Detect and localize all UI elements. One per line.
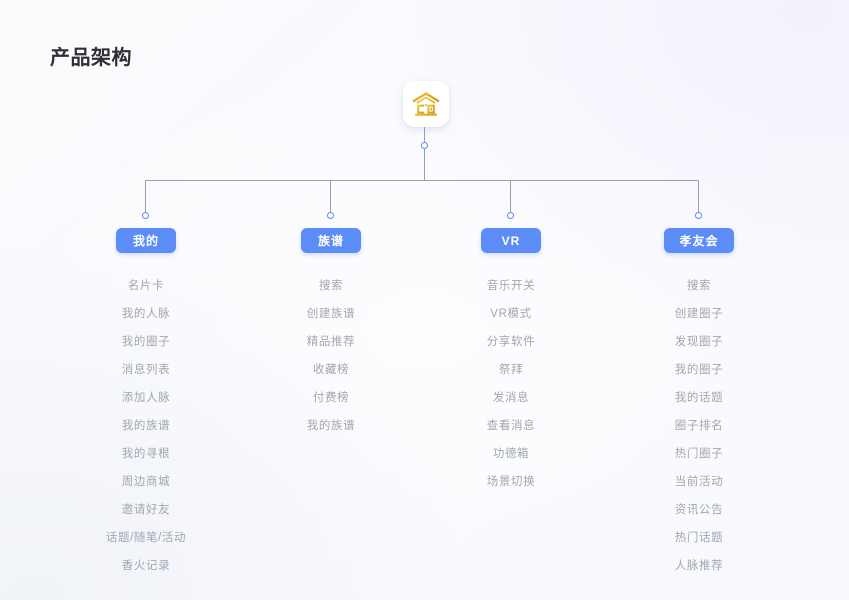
branch-column-3: VR 音乐开关 VR模式 分享软件 祭拜 发消息 查看消息 功德箱 场景切换	[421, 228, 601, 496]
branch-node-dot-1	[142, 212, 149, 219]
list-item[interactable]: 我的族谱	[306, 420, 356, 432]
list-item[interactable]: VR模式	[490, 308, 532, 320]
branch-item-list-2: 搜索 创建族谱 精品推荐 收藏榜 付费榜 我的族谱	[307, 272, 355, 440]
list-item[interactable]: 付费榜	[312, 392, 350, 404]
list-item[interactable]: 我的族谱	[121, 420, 171, 432]
list-item[interactable]: 发现圈子	[674, 336, 724, 348]
list-item[interactable]: 功德箱	[492, 448, 530, 460]
branch-column-2: 族谱 搜索 创建族谱 精品推荐 收藏榜 付费榜 我的族谱	[241, 228, 421, 440]
branch-node-dot-3	[507, 212, 514, 219]
list-item[interactable]: 人脉推荐	[674, 560, 724, 572]
list-item[interactable]: 香火记录	[121, 560, 171, 572]
list-item[interactable]: 圈子排名	[674, 420, 724, 432]
branch-button-2[interactable]: 族谱	[301, 228, 361, 253]
list-item[interactable]: 名片卡	[127, 280, 165, 292]
branch-item-list-1: 名片卡 我的人脉 我的圈子 消息列表 添加人脉 我的族谱 我的寻根 周边商城 邀…	[106, 272, 186, 580]
list-item[interactable]: 我的话题	[674, 392, 724, 404]
page-title: 产品架构	[50, 47, 132, 69]
list-item[interactable]: 我的寻根	[121, 448, 171, 460]
list-item[interactable]: 热门圈子	[674, 448, 724, 460]
list-item[interactable]: 音乐开关	[486, 280, 536, 292]
branch-column-1: 我的 名片卡 我的人脉 我的圈子 消息列表 添加人脉 我的族谱 我的寻根 周边商…	[56, 228, 236, 580]
list-item[interactable]: 当前活动	[674, 476, 724, 488]
branch-node-dot-4	[695, 212, 702, 219]
list-item[interactable]: 资讯公告	[674, 504, 724, 516]
list-item[interactable]: 精品推荐	[306, 336, 356, 348]
branch-button-4[interactable]: 孝友会	[664, 228, 734, 253]
branch-item-list-3: 音乐开关 VR模式 分享软件 祭拜 发消息 查看消息 功德箱 场景切换	[487, 272, 535, 496]
list-item[interactable]: 分享软件	[486, 336, 536, 348]
root-node-dot	[421, 142, 428, 149]
list-item[interactable]: 创建族谱	[306, 308, 356, 320]
list-item[interactable]: 热门话题	[674, 532, 724, 544]
list-item[interactable]: 搜索	[686, 280, 712, 292]
list-item[interactable]: 周边商城	[121, 476, 171, 488]
list-item[interactable]: 收藏榜	[312, 364, 350, 376]
list-item[interactable]: 查看消息	[486, 420, 536, 432]
list-item[interactable]: 我的圈子	[121, 336, 171, 348]
list-item[interactable]: 祭拜	[498, 364, 524, 376]
branch-button-1[interactable]: 我的	[116, 228, 176, 253]
branch-node-dot-2	[327, 212, 334, 219]
branch-column-4: 孝友会 搜索 创建圈子 发现圈子 我的圈子 我的话题 圈子排名 热门圈子 当前活…	[609, 228, 789, 580]
list-item[interactable]: 我的人脉	[121, 308, 171, 320]
list-item[interactable]: 添加人脉	[121, 392, 171, 404]
list-item[interactable]: 消息列表	[121, 364, 171, 376]
list-item[interactable]: 发消息	[492, 392, 530, 404]
list-item[interactable]: 邀请好友	[121, 504, 171, 516]
list-item[interactable]: 场景切换	[486, 476, 536, 488]
list-item[interactable]: 创建圈子	[674, 308, 724, 320]
branch-item-list-4: 搜索 创建圈子 发现圈子 我的圈子 我的话题 圈子排名 热门圈子 当前活动 资讯…	[675, 272, 723, 580]
list-item[interactable]: 我的圈子	[674, 364, 724, 376]
ancestral-hall-house-icon	[411, 91, 441, 117]
list-item[interactable]: 搜索	[318, 280, 344, 292]
list-item[interactable]: 话题/随笔/活动	[105, 532, 187, 544]
root-node-logo-card[interactable]	[403, 81, 449, 127]
branch-button-3[interactable]: VR	[481, 228, 541, 253]
